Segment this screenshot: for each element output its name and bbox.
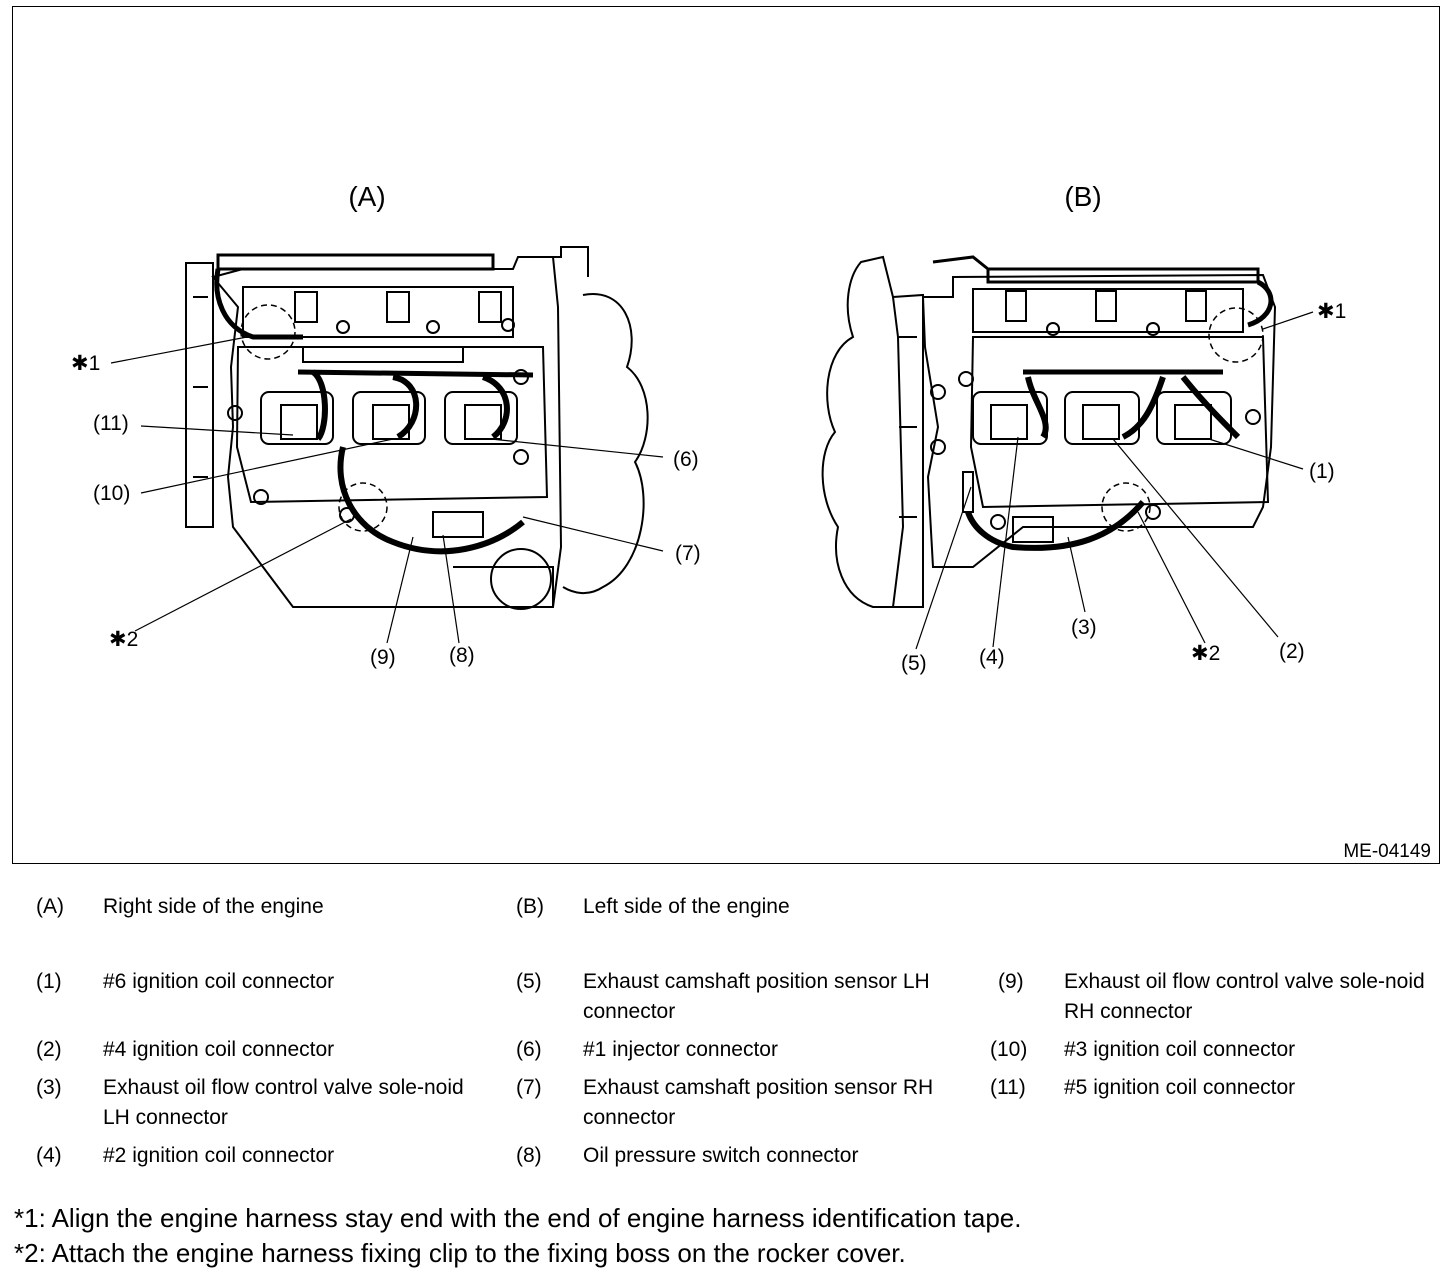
legend-item-key: (11) xyxy=(990,1076,1026,1099)
legend-item-text: #2 ignition coil connector xyxy=(103,1144,335,1167)
callout-a-6: (6) xyxy=(673,448,699,471)
legend-item-text: Oil pressure switch connector xyxy=(583,1144,859,1167)
legend-item-key: (2) xyxy=(36,1038,62,1061)
figure-drawing: (A) (B) ME-04149 xyxy=(110,181,1431,862)
callout-b-star2: ✱2 xyxy=(1191,642,1221,665)
note-1: *1: Align the engine harness stay end wi… xyxy=(14,1203,1022,1233)
callout-a-11: (11) xyxy=(93,412,129,435)
legend-item-key: (9) xyxy=(998,970,1024,993)
callout-a-star2: ✱2 xyxy=(109,628,139,651)
note-2: *2: Attach the engine harness fixing cli… xyxy=(14,1238,906,1268)
legend-item-key: (4) xyxy=(36,1144,62,1167)
legend-view-a-text: Right side of the engine xyxy=(103,895,324,918)
legend-item-text: #1 injector connector xyxy=(583,1038,778,1061)
callout-a-7: (7) xyxy=(675,542,701,565)
legend-item-text: #3 ignition coil connector xyxy=(1064,1038,1296,1061)
callout-b-2: (2) xyxy=(1279,640,1305,663)
legend-view-b-key: (B) xyxy=(516,895,544,918)
legend-view-b-text: Left side of the engine xyxy=(583,895,790,918)
view-b-tag: (B) xyxy=(1064,181,1101,212)
legend-item-key: (1) xyxy=(36,970,62,993)
engine-view-a xyxy=(110,246,664,644)
callout-a-star1: ✱1 xyxy=(71,352,101,375)
legend-item-key: (3) xyxy=(36,1076,62,1099)
legend-item-text: Exhaust oil flow control valve sole-noid… xyxy=(1064,970,1425,1023)
legend-item-text: Exhaust oil flow control valve sole-noid… xyxy=(103,1076,464,1129)
legend-item-key: (7) xyxy=(516,1076,542,1099)
legend-item-text: #5 ignition coil connector xyxy=(1064,1076,1296,1099)
legend-view-a-key: (A) xyxy=(36,895,64,918)
legend-item-key: (6) xyxy=(516,1038,542,1061)
callout-a-8: (8) xyxy=(449,644,475,667)
callout-b-1: (1) xyxy=(1309,460,1335,483)
legend-item-text: Exhaust camshaft position sensor LH conn… xyxy=(583,970,930,1023)
legend-item-key: (10) xyxy=(990,1038,1028,1061)
callout-a-9: (9) xyxy=(370,646,396,669)
legend-item-text: #4 ignition coil connector xyxy=(103,1038,335,1061)
view-a-tag: (A) xyxy=(348,181,385,212)
callout-b-3: (3) xyxy=(1071,616,1097,639)
callout-a-10: (10) xyxy=(93,482,131,505)
callout-b-5: (5) xyxy=(901,652,927,675)
legend-item-text: #6 ignition coil connector xyxy=(103,970,335,993)
callout-b-star1: ✱1 xyxy=(1317,300,1347,323)
engine-view-b xyxy=(821,255,1314,650)
engine-harness-figure: (A) (B) ME-04149 ✱1 (11) (10) (6) (7) ✱2… xyxy=(12,6,1440,864)
figure-code: ME-04149 xyxy=(1343,841,1431,862)
legend-item-key: (8) xyxy=(516,1144,542,1167)
legend-item-text: Exhaust camshaft position sensor RH conn… xyxy=(583,1076,934,1129)
callout-b-4: (4) xyxy=(979,646,1005,669)
legend-item-key: (5) xyxy=(516,970,542,993)
